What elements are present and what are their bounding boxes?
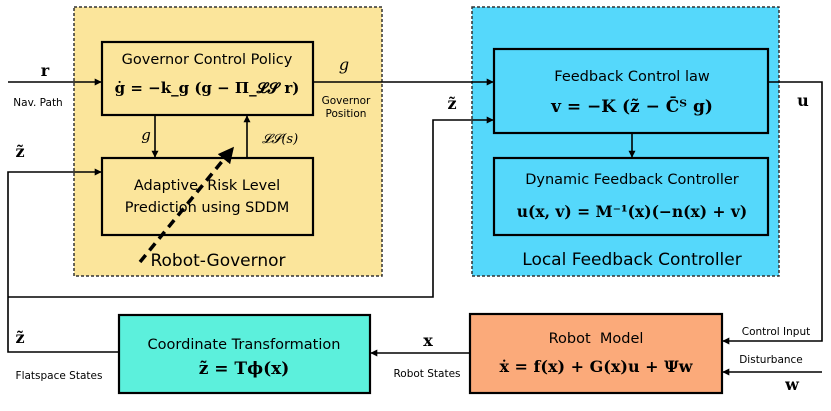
control-input-label: Control Input [742,326,810,338]
coordinate-transform-title: Coordinate Transformation [148,337,341,353]
governor-policy-equation: ġ = −k_g (g − Π_𝓛𝓢 r) [115,79,300,97]
z-tilde-governor-label: z̃ [15,142,24,161]
robot-governor-title: Robot-Governor [150,251,285,271]
adaptive-dashed-arrow [138,146,235,264]
coordinate-transform-equation: z̃ = Tϕ(x) [199,359,290,379]
g-down-label: g [141,126,151,144]
risk-prediction-line1: Adaptive Risk Level [134,178,280,194]
risk-prediction-box [100,156,315,237]
risk-prediction-line2: Prediction using SDDM [125,200,289,216]
ls-up-label: 𝓛𝓢(s) [262,132,298,147]
disturbance-label: Disturbance [739,354,803,366]
dynamic-controller-equation: u(x, v) = M⁻¹(x)(−n(x) + v) [517,202,747,221]
z-tilde-output-line [7,297,119,353]
flatspace-states-label: Flatspace States [16,370,103,382]
z-tilde-to-feedback-arrow [8,116,494,298]
coordinate-transform-box [117,313,372,395]
g-output-label: g [339,55,349,74]
z-tilde-to-governor-arrow [7,168,102,297]
dynamic-controller-box [492,156,770,237]
u-label: u [797,91,809,110]
governor-policy-title: Governor Control Policy [122,52,293,68]
robot-model-title: Robot Model [549,331,644,347]
u-control-arrow [722,81,823,345]
x-label: x [423,331,433,350]
w-label: w [784,375,800,394]
robot-model-box [468,312,724,395]
robot-states-label: Robot States [393,368,460,380]
feedback-law-box [492,47,770,135]
robot-model-equation: ẋ = f(x) + G(x)u + Ψw [499,357,693,376]
governor-position-label-2: Position [326,108,367,120]
feedback-law-equation: v = −K (z̃ − C̄ᵀ g) [550,96,713,117]
z-tilde-output-label: z̃ [15,328,24,347]
local-feedback-title: Local Feedback Controller [522,250,741,270]
feedback-law-title: Feedback Control law [554,69,710,85]
dynamic-controller-title: Dynamic Feedback Controller [525,172,739,188]
nav-path-label: Nav. Path [13,97,62,109]
z-tilde-feedback-label: z̃ [447,94,456,113]
governor-policy-box [100,40,315,117]
governor-position-label-1: Governor [322,95,371,107]
r-label: r [41,61,50,80]
